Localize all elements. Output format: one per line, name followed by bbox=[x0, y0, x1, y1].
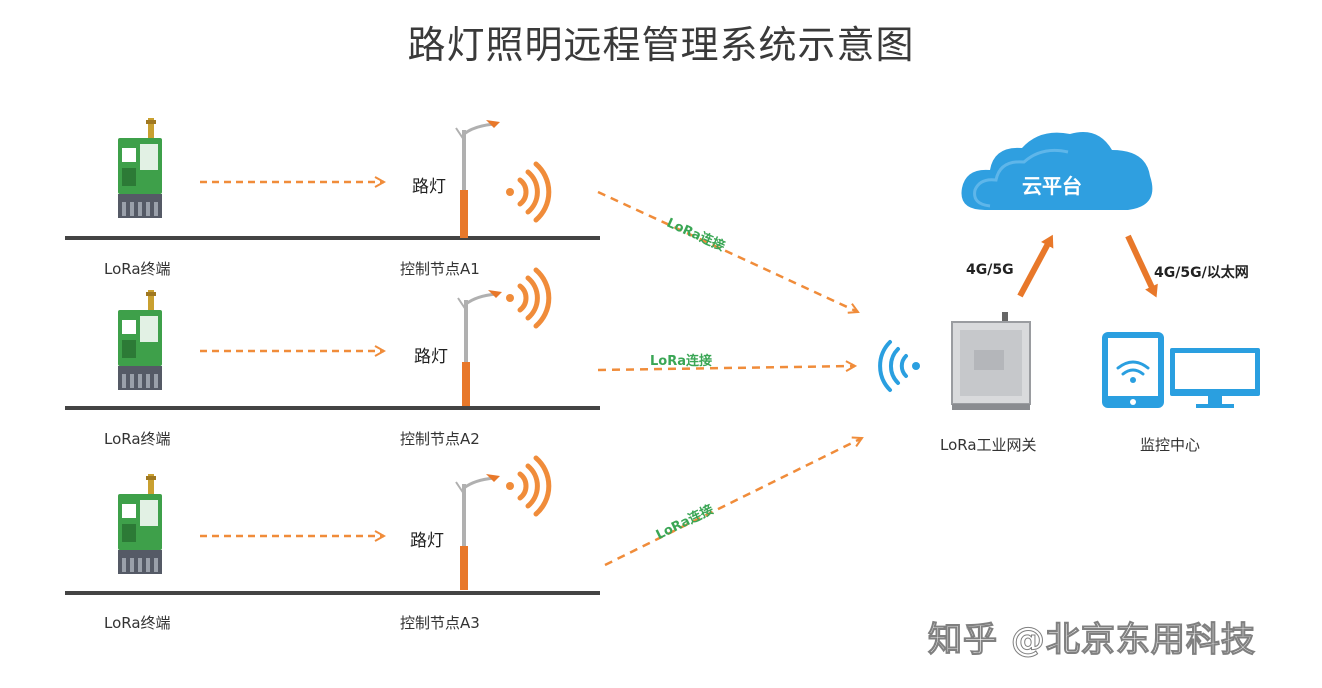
lora-link-arrow-1 bbox=[597, 190, 858, 312]
lamp-label-1: 路灯 bbox=[412, 177, 446, 197]
lora-link-label-2: LoRa连接 bbox=[650, 354, 712, 369]
watermark: 知乎 @北京东用科技 bbox=[928, 620, 1256, 661]
lora-module-icon bbox=[118, 474, 162, 574]
monitor-icon bbox=[1170, 348, 1260, 408]
terminal-label-3: LoRa终端 bbox=[104, 614, 171, 632]
row-3 bbox=[65, 455, 600, 595]
diagram-title: 路灯照明远程管理系统示意图 bbox=[407, 23, 915, 67]
gateway-device-icon bbox=[951, 312, 1031, 410]
node-label-2: 控制节点A2 bbox=[400, 430, 480, 448]
cloud-icon bbox=[961, 132, 1153, 210]
uplink-label: 4G/5G bbox=[966, 262, 1014, 278]
downlink-label: 4G/5G/以太网 bbox=[1154, 265, 1249, 281]
uplink-arrow bbox=[1017, 234, 1054, 298]
lora-module-icon bbox=[118, 118, 162, 218]
node-label-3: 控制节点A3 bbox=[400, 614, 480, 632]
lora-link-arrow-2 bbox=[597, 366, 855, 370]
streetlamp-icon bbox=[455, 120, 500, 238]
row-1 bbox=[65, 118, 600, 240]
wireless-signal-icon bbox=[506, 161, 552, 223]
wireless-signal-icon bbox=[506, 455, 552, 517]
gateway-signal-icon bbox=[878, 340, 920, 392]
wireless-signal-icon bbox=[506, 267, 552, 329]
gateway-label: LoRa工业网关 bbox=[940, 436, 1037, 454]
terminal-label-2: LoRa终端 bbox=[104, 430, 171, 448]
lora-link-arrow-3 bbox=[604, 438, 862, 567]
node-label-1: 控制节点A1 bbox=[400, 260, 480, 278]
terminal-label-1: LoRa终端 bbox=[104, 260, 171, 278]
cloud-label: 云平台 bbox=[1022, 174, 1082, 198]
downlink-arrow bbox=[1125, 234, 1158, 298]
lora-module-icon bbox=[118, 290, 162, 390]
tablet-icon bbox=[1102, 332, 1164, 408]
lamp-label-2: 路灯 bbox=[414, 347, 448, 367]
lamp-label-3: 路灯 bbox=[410, 531, 444, 551]
row-2 bbox=[65, 267, 600, 410]
streetlamp-icon bbox=[455, 474, 500, 590]
streetlamp-icon bbox=[457, 290, 502, 406]
monitor-center-label: 监控中心 bbox=[1140, 436, 1201, 454]
